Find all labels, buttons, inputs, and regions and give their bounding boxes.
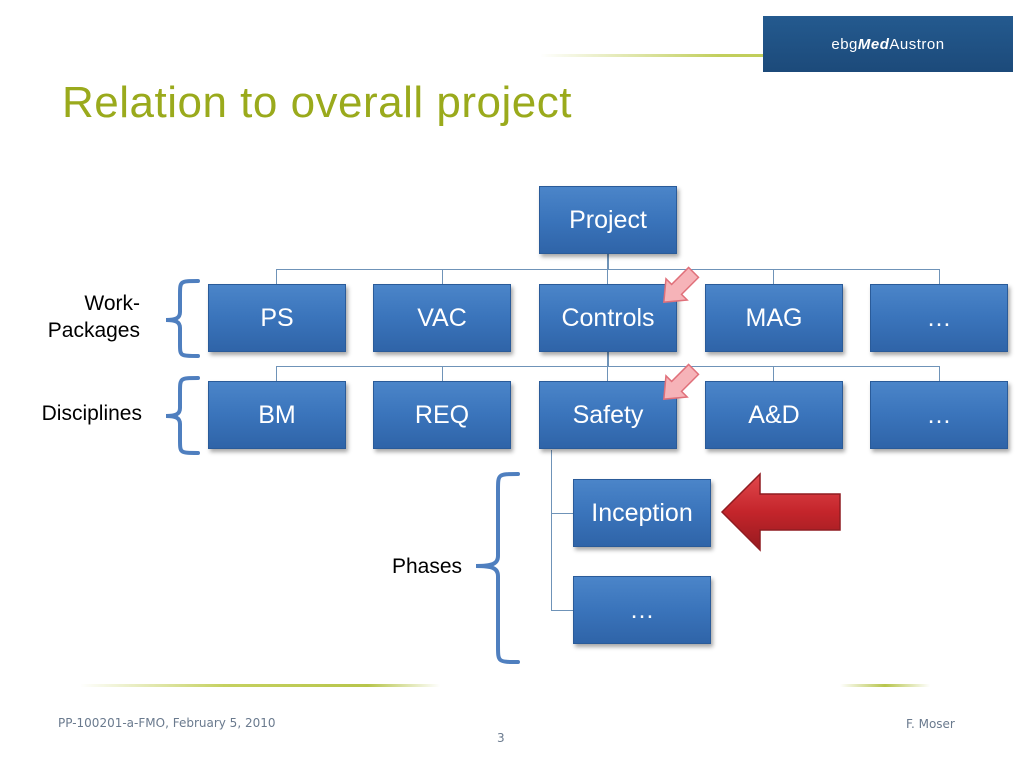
node-wp-more: …: [870, 284, 1008, 352]
connector-wp-bus: [276, 269, 940, 270]
footer-reference: PP-100201-a-FMO, February 5, 2010: [58, 716, 276, 730]
connector-disc-2: [442, 366, 443, 382]
connector-wp-1: [276, 269, 277, 285]
node-disc-safety: Safety: [539, 381, 677, 449]
connector-wp-4: [773, 269, 774, 285]
node-phase-more: …: [573, 576, 711, 644]
connector-phase-2: [551, 610, 574, 611]
label-disciplines: Disciplines: [41, 402, 142, 425]
brace-phases: [475, 472, 520, 664]
connector-wp-3: [607, 269, 608, 285]
connector-disc-4: [773, 366, 774, 382]
connector-disc-5: [939, 366, 940, 382]
connector-disc-3: [607, 366, 608, 382]
label-work-packages-line1: Work-: [84, 292, 140, 315]
label-work-packages-line2: Packages: [47, 319, 140, 342]
node-wp-controls: Controls: [539, 284, 677, 352]
connector-wp-2: [442, 269, 443, 285]
node-disc-ad: A&D: [705, 381, 843, 449]
label-phases: Phases: [391, 555, 462, 578]
footer-author: F. Moser: [906, 717, 955, 731]
footer-accent-line-right: [840, 684, 930, 687]
node-disc-more: …: [870, 381, 1008, 449]
connector-controls-down: [607, 352, 609, 367]
node-wp-vac: VAC: [373, 284, 511, 352]
node-disc-bm: BM: [208, 381, 346, 449]
node-project: Project: [539, 186, 677, 254]
connector-disc-bus: [276, 366, 940, 367]
logo-med: Med: [857, 35, 890, 53]
footer-accent-line-left: [80, 684, 440, 687]
node-phase-inception: Inception: [573, 479, 711, 547]
label-work-packages: Work- Packages: [20, 290, 140, 344]
logo-prefix: ebg: [831, 35, 858, 53]
brace-work-packages: [165, 279, 200, 358]
logo-suffix: Austron: [889, 35, 945, 53]
connector-root-down: [607, 254, 609, 270]
connector-disc-1: [276, 366, 277, 382]
connector-wp-5: [939, 269, 940, 285]
connector-phase-spine: [551, 450, 552, 611]
node-wp-ps: PS: [208, 284, 346, 352]
connector-phase-1: [551, 513, 574, 514]
node-wp-mag: MAG: [705, 284, 843, 352]
arrow-safety-icon: [663, 363, 700, 400]
page-number: 3: [497, 731, 505, 745]
node-disc-req: REQ: [373, 381, 511, 449]
slide-title: Relation to overall project: [62, 78, 572, 127]
brace-disciplines: [165, 376, 200, 455]
arrow-inception-icon: [720, 472, 841, 552]
arrow-controls-icon: [663, 266, 700, 303]
